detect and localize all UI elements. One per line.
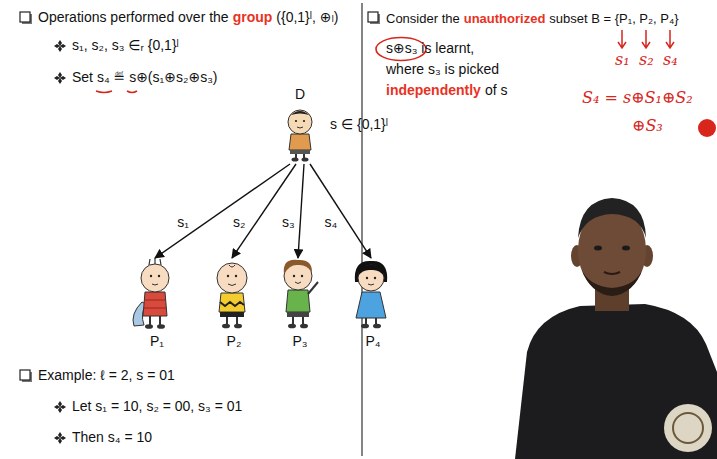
diamond-bullet [54,432,66,444]
handwritten-note: s₄ [663,50,678,70]
note-text: s⊕s₃ is learnt, [386,40,474,57]
party-figure [355,261,387,328]
handwritten-note: ⊕S₃ [632,116,663,136]
note-text: s⊕s₃ is learnt, [386,40,474,57]
presenter-video [515,198,717,459]
bullet-text: Set s₄ ≝ s⊕(s₁⊕s₂⊕s₃) [72,69,218,86]
diamond-bullet [54,401,66,413]
party-node: P₃ [270,258,330,350]
party-node: P₁ [127,258,187,350]
heading-text: Consider theunauthorizedsubset B = {P₁, … [386,10,679,27]
bullet-text: s₁, s₂, s₃ ∈ᵣ {0,1}ˡ [72,37,179,54]
bullet-text: Set s₄ ≝ s⊕(s₁⊕s₂⊕s₃) [72,69,218,86]
bullet-text: Then s₄ = 10 [72,429,152,446]
diamond-bullet [54,72,66,84]
handwritten-note: s₂ [639,50,654,70]
party-name: P₄ [343,333,403,350]
handwritten-note: s₂ [639,50,654,70]
share-label: s₁ [176,214,190,231]
diamond-bullet [54,40,66,52]
heading-text: subset B = {P₁, P₂, P₄} [549,10,678,27]
share-label: s₂ [232,214,246,231]
party-name: P₂ [204,333,264,350]
heading-text: Example: ℓ = 2, s = 01 [38,367,175,384]
party-figure [133,258,169,329]
red-underline [96,91,137,93]
party-figure [217,263,247,328]
note-text: where s₃ is picked [386,61,499,78]
heading-text: Consider the [386,10,460,27]
dealer-name: D [295,86,305,103]
column-divider [362,3,363,456]
bullet-text: Then s₄ = 10 [72,429,152,446]
party-node: P₄ [343,258,403,350]
dealer-figure [288,110,312,162]
red-hand-arrows [618,30,674,48]
handwritten-note: S₄ = s⊕S₁⊕S₂ [582,88,693,108]
share-arrow [310,164,371,258]
highlighted-word: unauthorized [464,10,546,27]
bullet-text: s₁, s₂, s₃ ∈ᵣ {0,1}ˡ [72,37,179,54]
party-node: P₂ [204,258,264,350]
share-arrow [298,164,304,258]
share-label: s₃ [281,214,296,231]
note-text: independentlyof s [386,82,507,99]
bullet-text: Let s₁ = 10, s₂ = 00, s₃ = 01 [72,398,242,415]
handwritten-note: S₄ = s⊕S₁⊕S₂ [582,88,693,108]
handwritten-note: s₄ [663,50,678,70]
handwritten-note: s₁ [615,50,630,70]
share-label: s₄ [324,214,339,231]
red-pen-tip [698,119,716,137]
share-arrow [155,164,290,258]
highlighted-word: independently [386,82,481,99]
share-arrow [232,164,296,258]
heading-text: Operations performed over the [38,9,229,26]
heading-text: ({0,1}ˡ, ⊕ₗ) [276,9,338,26]
party-figure [284,260,318,329]
heading-text: Operations performed over thegroup({0,1}… [38,9,339,26]
handwritten-note: ⊕S₃ [632,116,663,136]
highlighted-word: group [233,9,273,26]
note-text: of s [485,82,508,99]
square-bullet [20,12,32,24]
heading-text: Example: ℓ = 2, s = 01 [38,367,175,384]
party-name: P₁ [127,333,187,350]
square-bullet [368,12,380,24]
handwritten-note: s₁ [615,50,630,70]
note-text: where s₃ is picked [386,61,499,78]
party-name: P₃ [270,333,330,350]
bullet-text: Let s₁ = 10, s₂ = 00, s₃ = 01 [72,398,242,415]
secret-domain: s ∈ {0,1}ˡ [330,116,388,133]
square-bullet [20,370,32,382]
